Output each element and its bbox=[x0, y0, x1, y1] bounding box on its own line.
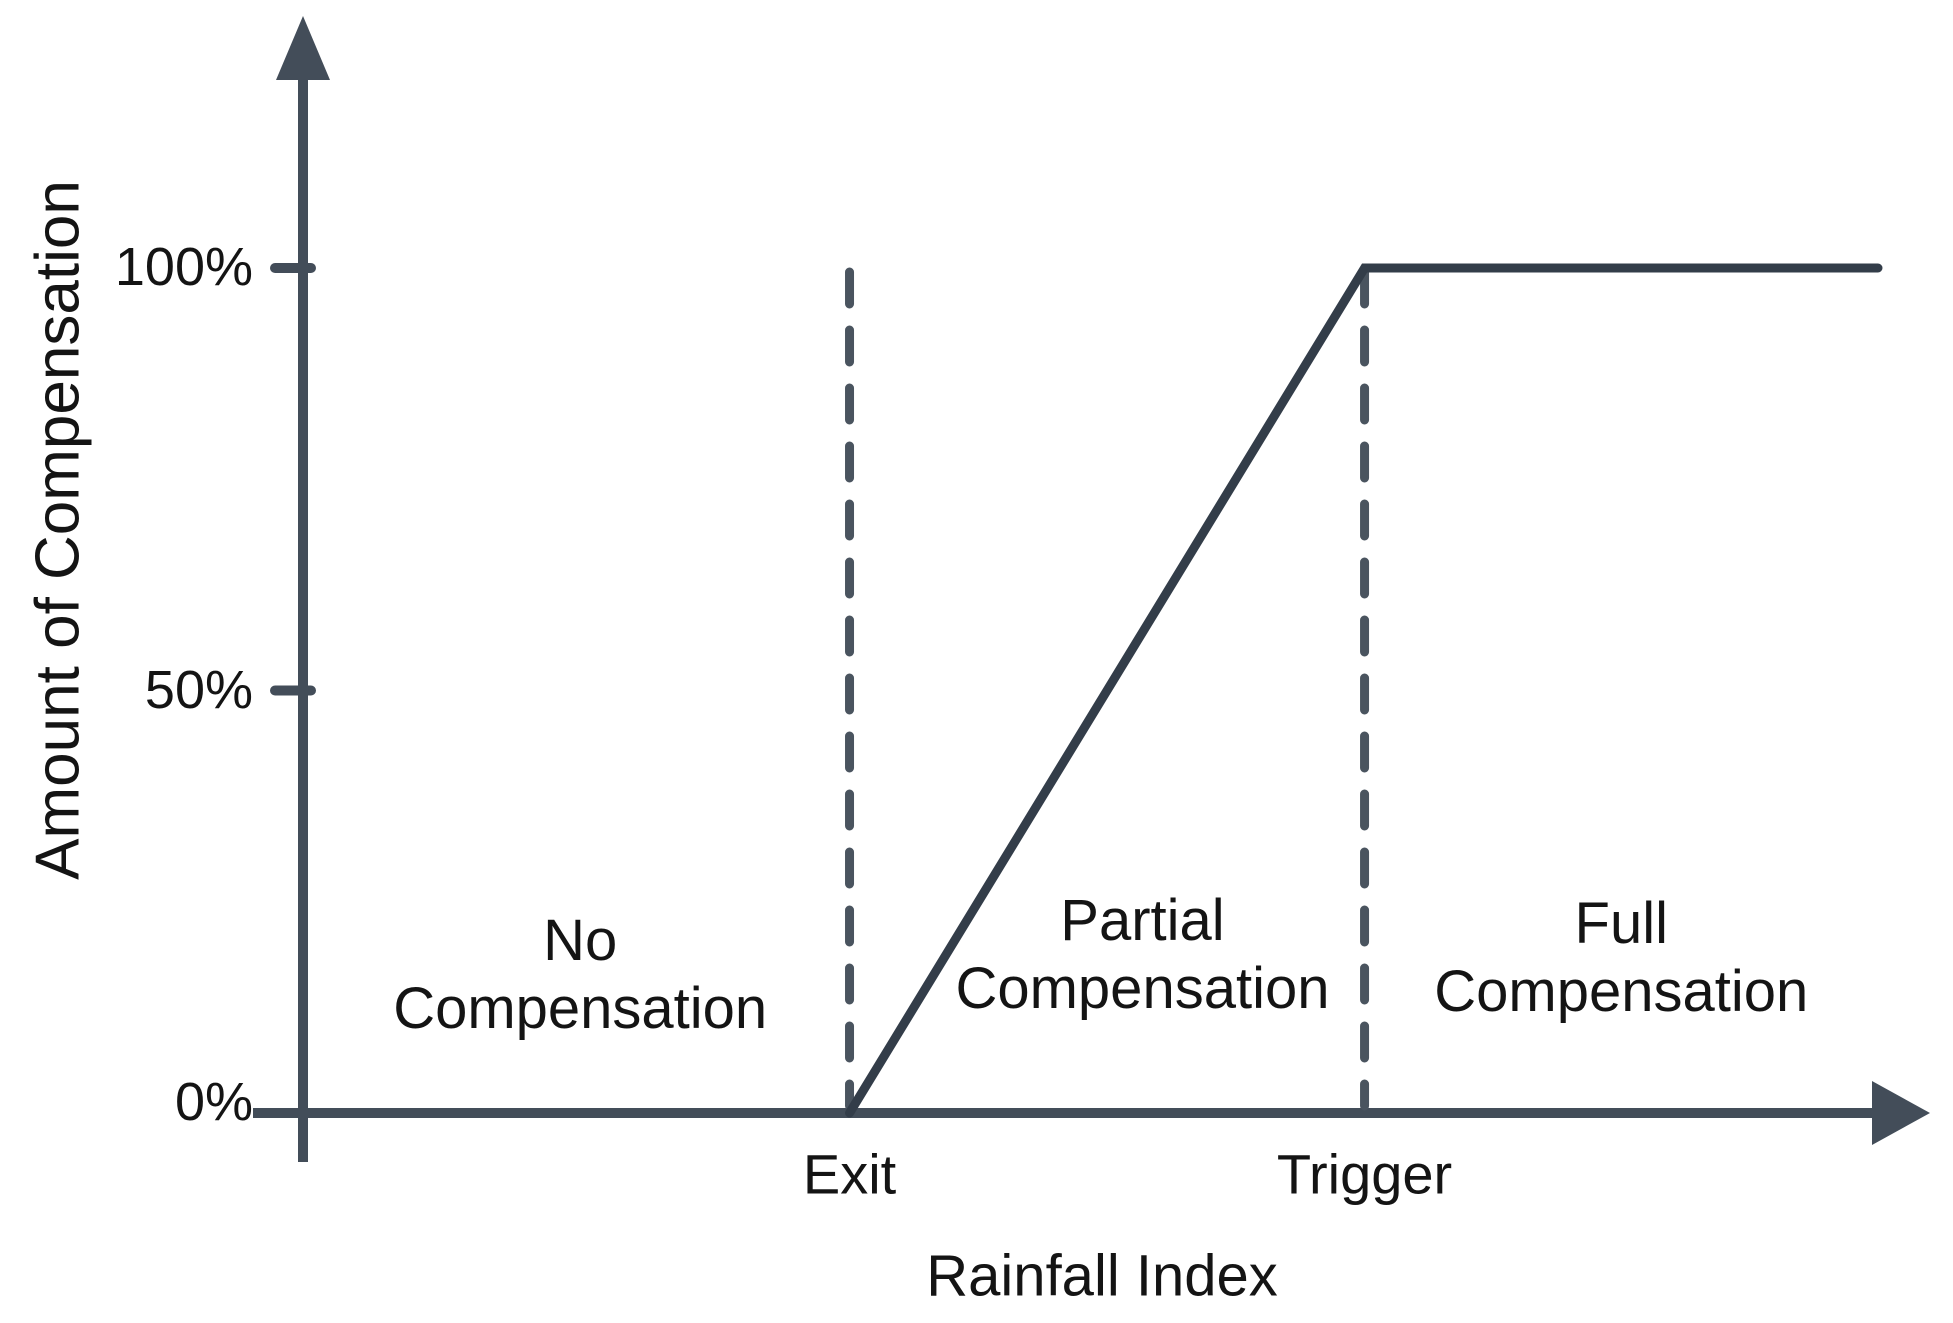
x-axis-arrowhead-icon bbox=[1872, 1081, 1930, 1145]
region-label-line2: Compensation bbox=[955, 956, 1330, 1021]
y-tick-label-100: 100% bbox=[114, 236, 253, 297]
region-label-line1: Full bbox=[1574, 891, 1668, 956]
region-label-full-compensation: Full Compensation bbox=[1434, 890, 1808, 1026]
region-label-no-compensation: No Compensation bbox=[393, 907, 767, 1043]
x-tick-label-exit: Exit bbox=[802, 1142, 897, 1206]
region-label-line1: Partial bbox=[1060, 888, 1225, 953]
y-tick-label-0: 0% bbox=[174, 1071, 253, 1132]
region-label-line1: No bbox=[543, 908, 618, 973]
chart-dynamic-layer bbox=[270, 263, 1883, 1118]
region-label-line2: Compensation bbox=[393, 976, 768, 1041]
x-tick-label-trigger: Trigger bbox=[1276, 1142, 1453, 1206]
x-axis-title: Rainfall Index bbox=[926, 1243, 1278, 1309]
y-tick-label-50: 50% bbox=[144, 659, 253, 720]
y-axis-arrowhead-icon bbox=[276, 16, 330, 80]
payout-line bbox=[845, 263, 1883, 1118]
region-label-partial-compensation: Partial Compensation bbox=[955, 887, 1329, 1023]
region-label-line2: Compensation bbox=[1434, 959, 1809, 1024]
